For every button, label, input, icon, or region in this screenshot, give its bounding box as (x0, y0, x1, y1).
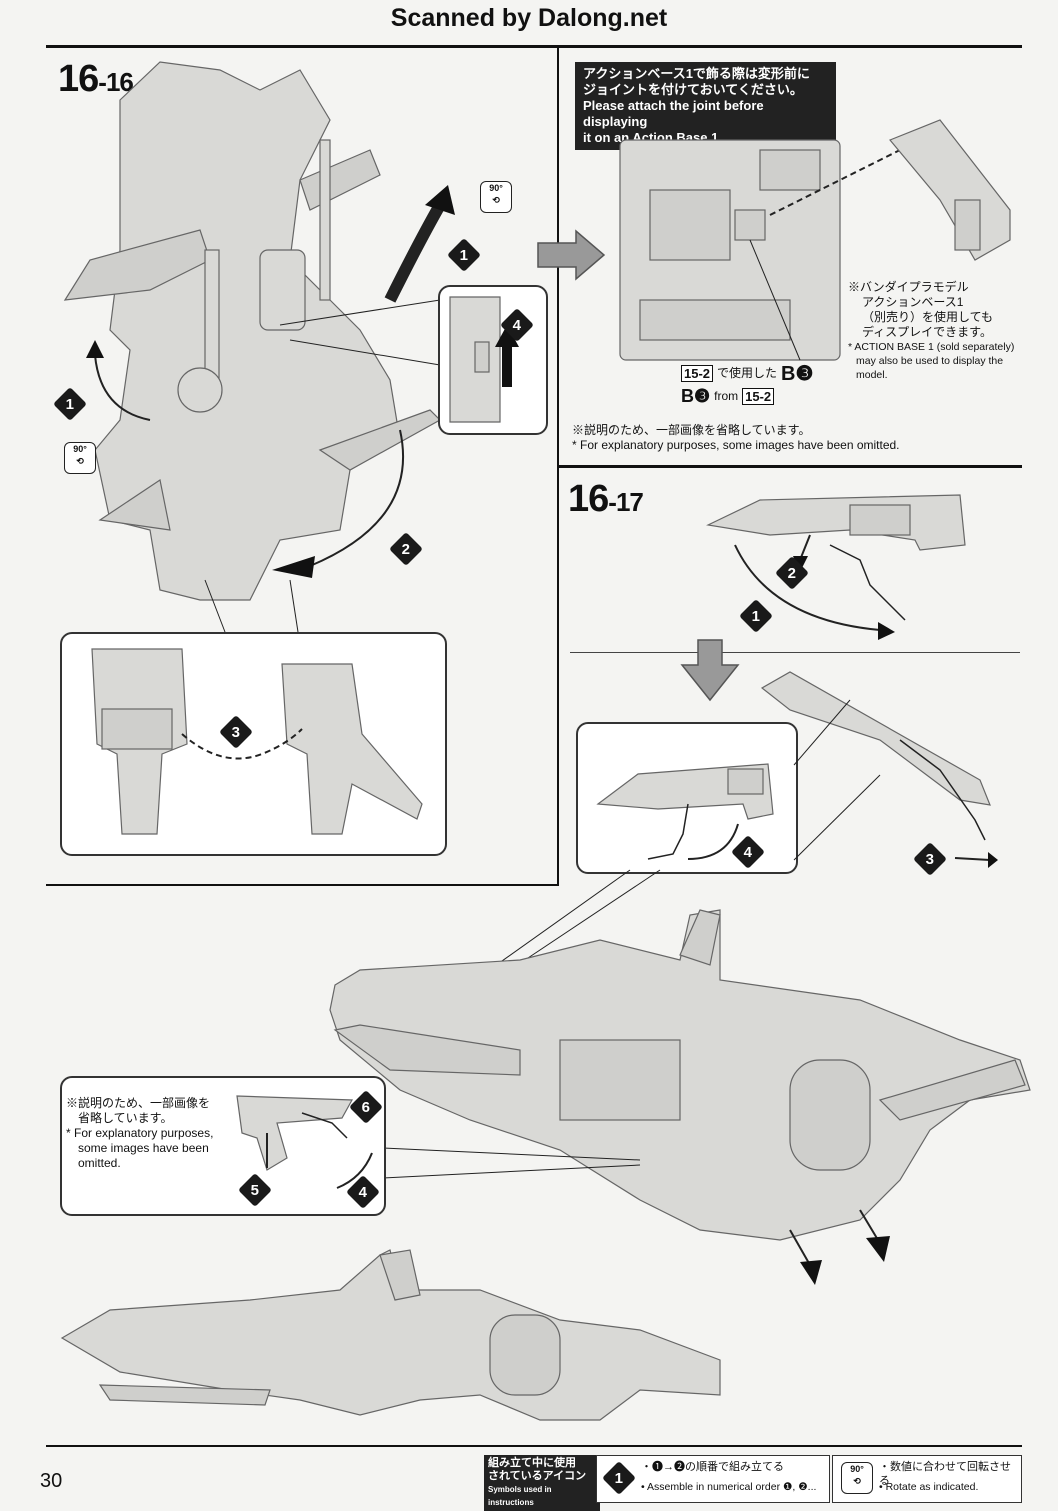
legend-order-jp: ・❶→❷の順番で組み立てる (641, 1461, 784, 1473)
note-jp-line2: ジョイントを付けておいてください。 (583, 82, 803, 97)
sold-jp-line1: ※バンダイプラモデル (848, 280, 969, 294)
sold-jp-line2: アクションベース1 (862, 295, 964, 309)
right-panel-divider (557, 465, 1022, 468)
parts-ref-part: B❸ (781, 363, 814, 385)
icon-legend-title: 組み立て中に使用 されているアイコン Symbols used in instr… (484, 1455, 600, 1511)
inner-divider-16-17 (570, 652, 1020, 653)
parts-ref-jp-text: で使用した (717, 366, 778, 380)
omitted-top-en: * For explanatory purposes, some images … (572, 438, 900, 452)
inset-4-graphic (449, 296, 519, 423)
omitted-top-jp: ※説明のため、一部画像を省略しています。 (572, 423, 811, 437)
sold-jp-line3: （別売り）を使用しても (862, 310, 994, 324)
parts-ref-en-box: 15-2 (742, 388, 775, 405)
omitted-detail-inset: ※説明のため、一部画像を 省略しています。 * For explanatory … (60, 1076, 386, 1216)
omitted-bottom-en2: some images have been (78, 1141, 209, 1155)
rotate-90-icon-left: 90°⟲ (64, 442, 96, 474)
omitted-bottom-jp2: 省略しています。 (78, 1111, 173, 1125)
sold-en-line1: * ACTION BASE 1 (sold separately) (848, 341, 1015, 353)
step-major: 16 (568, 478, 609, 520)
sold-en-line2: may also be used to display the (856, 355, 1004, 367)
omitted-note-top: ※説明のため、一部画像を省略しています。 * For explanatory p… (572, 423, 1017, 453)
legend-en: Symbols used in instructions (488, 1485, 552, 1507)
omitted-bottom-note: ※説明のため、一部画像を 省略しています。 * For explanatory … (66, 1096, 246, 1171)
omitted-detail-graphic (236, 1095, 373, 1189)
parts-ref-box: 15-2 (681, 365, 714, 382)
leg-fold-inset-graphic (596, 763, 774, 860)
omitted-bottom-en1: * For explanatory purposes, (66, 1126, 214, 1140)
detail-inset-3 (60, 632, 447, 856)
rotate-90-icon-top: 90°⟲ (480, 181, 512, 213)
omitted-bottom-jp1: ※説明のため、一部画像を (66, 1096, 211, 1110)
rotate-90-label: 90° (73, 444, 87, 454)
detail-inset-4 (438, 285, 548, 435)
step-label-16-16: 16-16 (58, 58, 134, 101)
legend-jp2: されているアイコン (488, 1470, 587, 1482)
omitted-bottom-en3: omitted. (78, 1156, 121, 1170)
page-number: 30 (40, 1470, 63, 1492)
legend-rotate-en: • Rotate as indicated. (879, 1481, 979, 1493)
parts-ref-en-from: from (714, 389, 739, 403)
legend-jp1: 組み立て中に使用 (488, 1457, 576, 1469)
parts-reference-en: B❸ from 15-2 (681, 386, 775, 407)
bottom-rule (46, 1445, 1022, 1447)
note-en-line1: Please attach the joint before displayin… (583, 98, 764, 129)
action-base-note: アクションベース1で飾る際は変形前に ジョイントを付けておいてください。 Ple… (575, 62, 836, 150)
parts-ref-en-prefix: B❸ (681, 386, 711, 406)
step-major: 16 (58, 58, 99, 100)
top-rule (46, 45, 1022, 48)
legend-rotate-jp: ・数値に合わせて回転させる (879, 1461, 1011, 1487)
left-bottom-rule (46, 884, 559, 886)
legend-item-rotate: 90°⟲ ・数値に合わせて回転させる • Rotate as indicated… (832, 1455, 1022, 1503)
legend-order-en: • Assemble in numerical order ❶, ❷... (641, 1481, 817, 1493)
step-minor: -17 (608, 487, 644, 517)
legend-rotate-icon: 90°⟲ (841, 1462, 873, 1494)
sold-jp-line4: ディスプレイできます。 (862, 325, 992, 339)
rotate-90-label: 90° (489, 183, 503, 193)
note-jp-line1: アクションベース1で飾る際は変形前に (583, 66, 810, 81)
inset-3-graphic (91, 648, 423, 835)
parts-reference-jp: 15-2 で使用した B❸ (681, 361, 813, 386)
sold-en-line3: model. (856, 369, 888, 381)
scan-watermark-title: Scanned by Dalong.net (390, 4, 668, 32)
sold-separately-note: ※バンダイプラモデル アクションベース1 （別売り）を使用しても ディスプレイで… (848, 280, 1024, 382)
legend-number-icon: 1 (602, 1461, 636, 1495)
next-stage-arrow-icon (537, 229, 606, 281)
step-label-16-17: 16-17 (568, 478, 644, 521)
legend-item-numerical-order: 1 ・❶→❷の順番で組み立てる • Assemble in numerical … (596, 1455, 830, 1503)
